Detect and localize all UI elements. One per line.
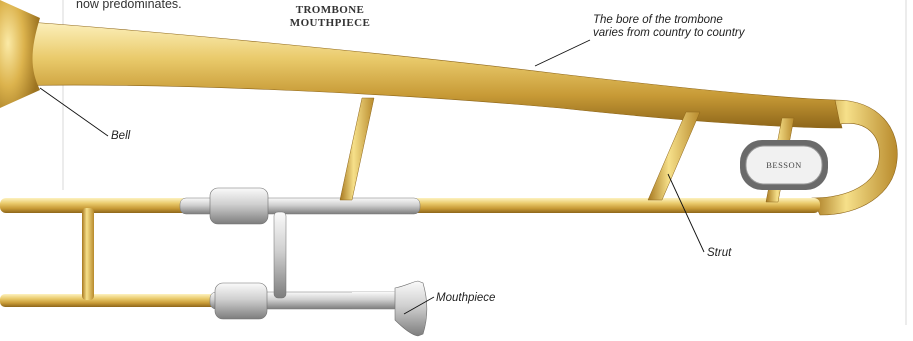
intro-text-fragment: now predominates. [76,0,182,11]
bore-label-line2: varies from country to country [593,27,744,40]
brand-badge-text: BESSON [753,160,815,170]
slide-brace [274,212,286,298]
strut-left [340,98,374,200]
strut-label: Strut [707,247,731,260]
mouthpiece-shank [352,292,395,309]
left-brace [82,208,94,300]
slide-collar-upper [210,188,268,224]
bore-leader [535,40,590,66]
bore-label-line1: The bore of the trombone [593,14,744,27]
slide-collar-lower [215,283,267,319]
bell-leader [40,88,108,136]
section-heading-line2: MOUTHPIECE [266,17,394,30]
section-heading: TROMBONE MOUTHPIECE [266,4,394,30]
mouthpiece-cup [395,281,427,336]
section-heading-line1: TROMBONE [266,4,394,17]
outer-slide-lower [0,294,240,307]
bell-label: Bell [111,130,130,143]
bore-label: The bore of the trombone varies from cou… [593,14,744,40]
mouthpiece-label: Mouthpiece [436,292,495,305]
